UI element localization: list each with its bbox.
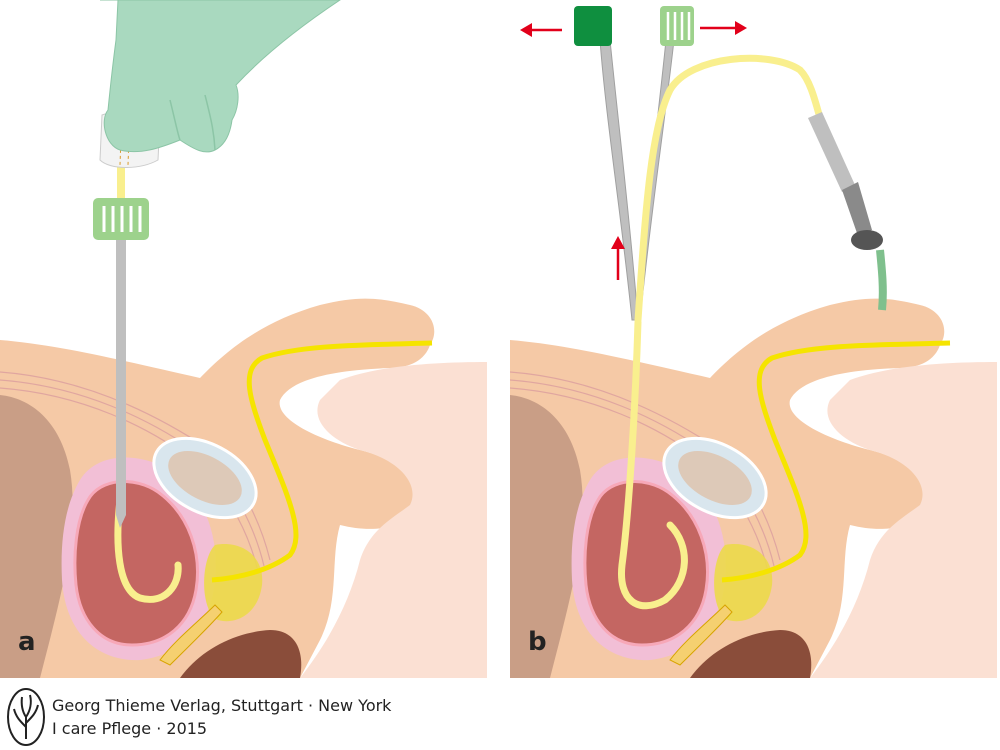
- seminal-duct: [159, 604, 223, 666]
- split-handle-left-dark: [574, 6, 612, 46]
- publisher-footer: Georg Thieme Verlag, Stuttgart · New Yor…: [0, 683, 1000, 750]
- prostate: [204, 544, 263, 622]
- publisher-line: Georg Thieme Verlag, Stuttgart · New Yor…: [52, 696, 392, 715]
- suprapubic-catheter: [114, 496, 182, 603]
- thigh-skin: [810, 362, 997, 678]
- pubic-bone-core: [168, 450, 242, 506]
- catheter-upper: [117, 165, 125, 200]
- thieme-tree-logo-icon: [7, 688, 45, 746]
- bladder-lumen: [583, 480, 709, 647]
- pelvic-bone: [510, 395, 583, 678]
- suprapubic-catheter: [618, 318, 688, 610]
- catheter-to-drain: [634, 54, 824, 324]
- seminal-duct: [669, 604, 733, 666]
- edition-line: I care Pflege · 2015: [52, 719, 208, 738]
- puncture-cannula: [116, 235, 126, 515]
- glove-finger-line-2: [204, 94, 216, 151]
- cannula-hub-connector: [93, 198, 149, 240]
- prostate: [714, 544, 773, 622]
- bladder-lumen: [73, 480, 199, 647]
- panel-label-b: b: [528, 627, 547, 657]
- urethra: [211, 340, 433, 583]
- panel-a-illustration: [0, 0, 487, 678]
- pelvic-bone: [0, 395, 73, 678]
- panel-b-illustration: [510, 6, 997, 678]
- glove-finger-line: [169, 99, 181, 141]
- cannula-tip: [116, 515, 126, 528]
- pubic-bone-core: [678, 450, 752, 506]
- urethra: [721, 340, 951, 583]
- rectum: [180, 630, 302, 678]
- rectum: [690, 630, 812, 678]
- panel-label-a: a: [18, 627, 36, 657]
- drainage-tube: [876, 249, 887, 311]
- panel-a: a: [0, 0, 487, 678]
- pull-up-arrow: [611, 236, 625, 280]
- thigh-skin: [300, 362, 487, 678]
- panel-b: b: [510, 0, 997, 678]
- drainage-connector: [808, 112, 883, 250]
- split-handle-right-green: [660, 6, 694, 46]
- pull-right-arrow: [700, 21, 747, 35]
- pull-left-arrow: [520, 23, 562, 37]
- gloved-hand: [100, 0, 341, 153]
